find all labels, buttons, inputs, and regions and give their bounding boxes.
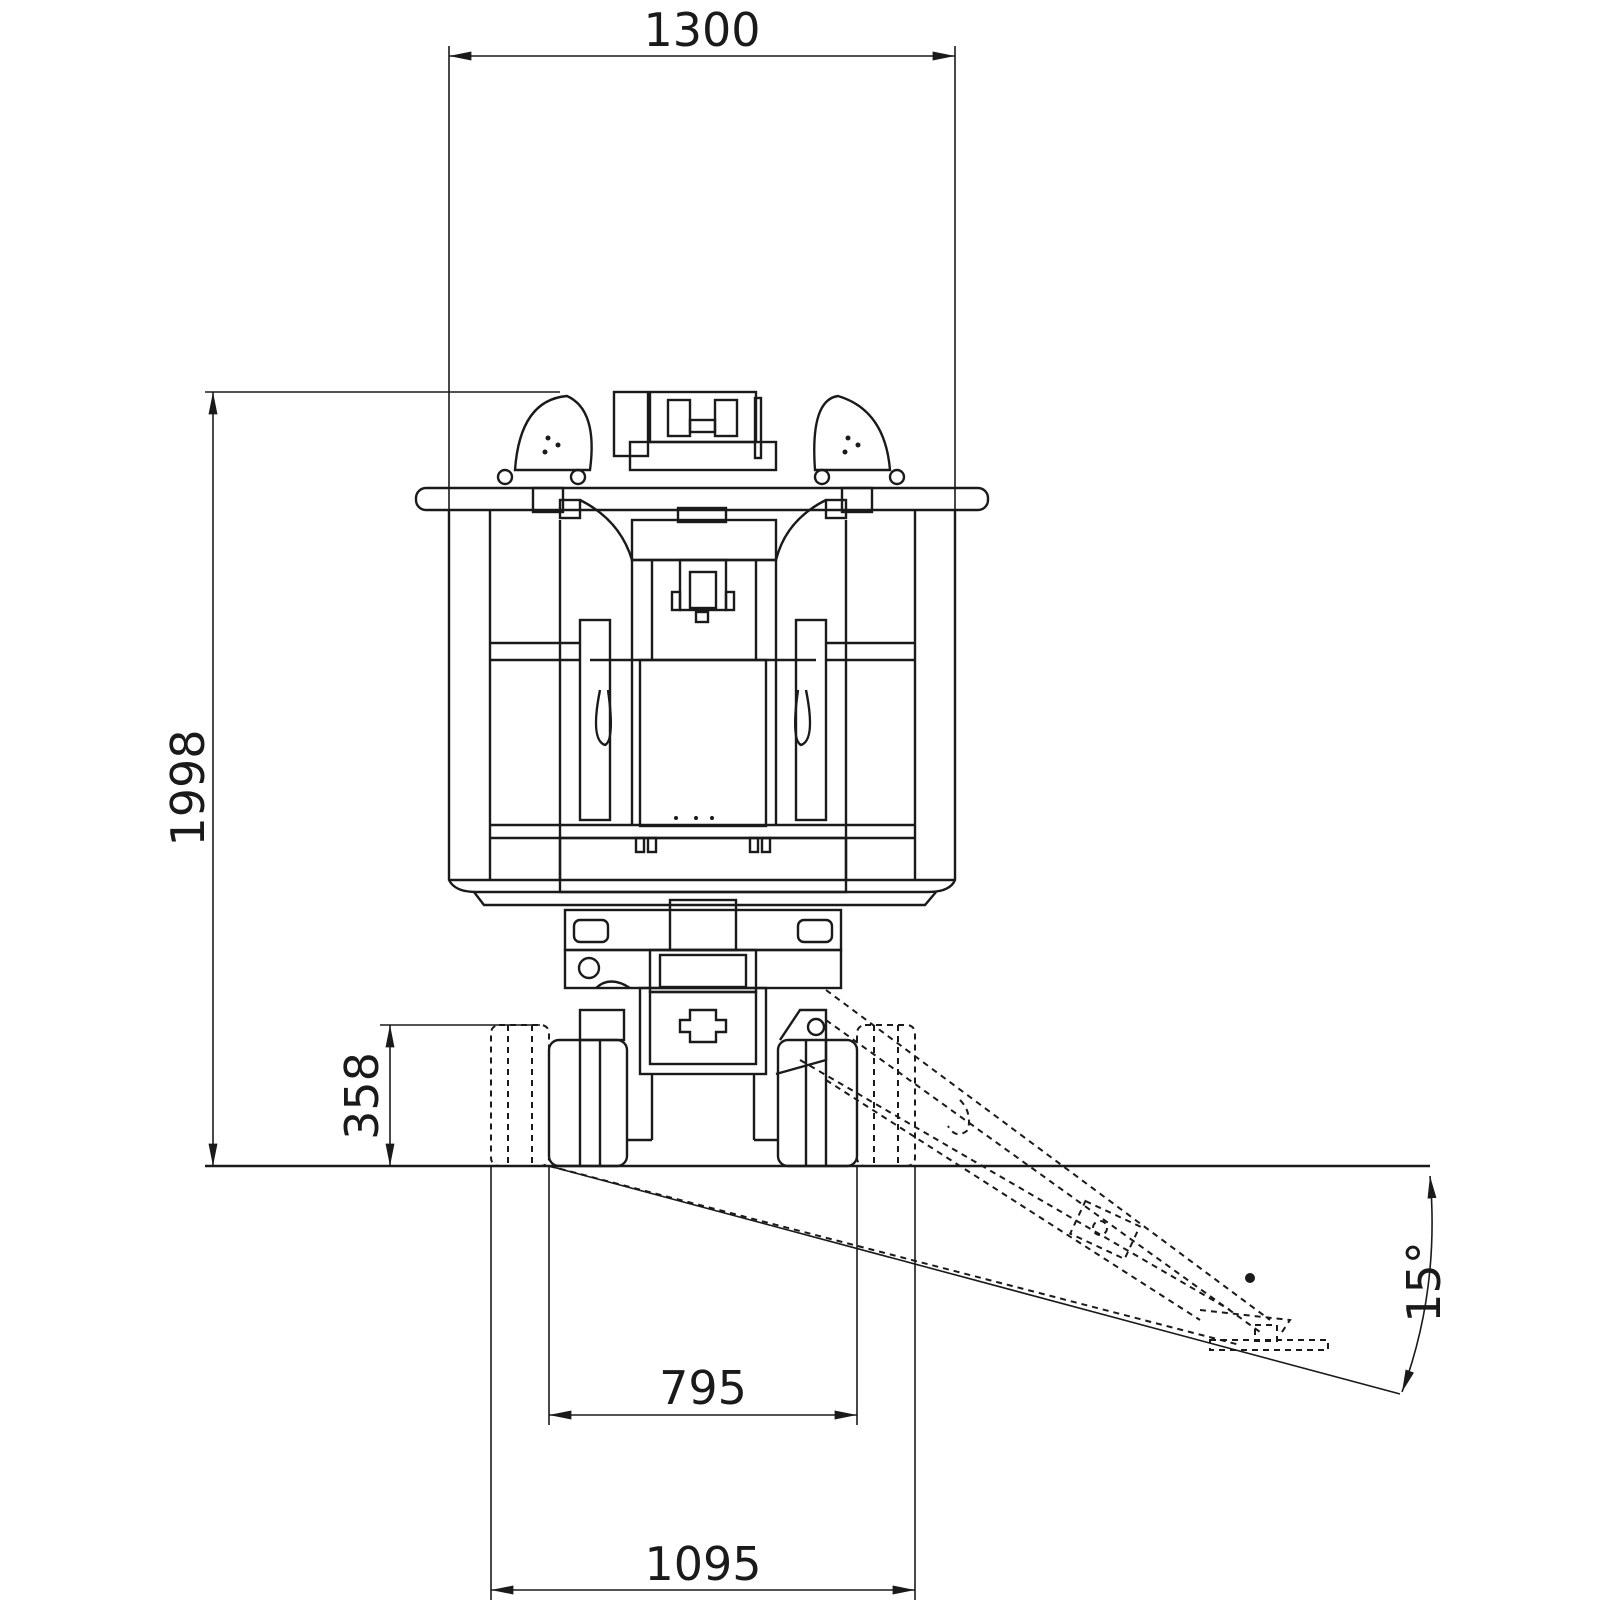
wheel-left-inner xyxy=(547,1038,629,1168)
dimension-tilt-angle: 15° xyxy=(548,1165,1451,1395)
wheel-left-outer-dashed xyxy=(490,1024,550,1167)
lift-mast xyxy=(578,498,828,854)
dimension-label-top-width: 1300 xyxy=(643,3,760,57)
dimension-label-inner-track: 795 xyxy=(659,1361,747,1415)
chassis xyxy=(563,898,843,1142)
dimension-outer-track: 1095 xyxy=(490,1166,916,1600)
dimension-total-height: 1998 xyxy=(161,391,560,1166)
control-box xyxy=(612,390,778,472)
dimension-inner-track: 795 xyxy=(548,1166,858,1425)
wheel-right-inner xyxy=(776,1038,859,1168)
wheel-right-outer-dashed xyxy=(856,1024,916,1167)
work-light-left xyxy=(513,394,593,514)
dimension-label-outer-track: 1095 xyxy=(644,1537,761,1591)
platform-cage xyxy=(414,468,990,907)
dimension-label-tilt-angle: 15° xyxy=(1397,1241,1451,1323)
outrigger-tilted-dashed xyxy=(548,989,1329,1351)
dimension-label-total-height: 1998 xyxy=(161,729,215,846)
work-light-right xyxy=(813,394,892,514)
dimension-ground-clearance: 358 xyxy=(335,1024,540,1166)
dimension-label-ground-clearance: 358 xyxy=(335,1052,389,1140)
